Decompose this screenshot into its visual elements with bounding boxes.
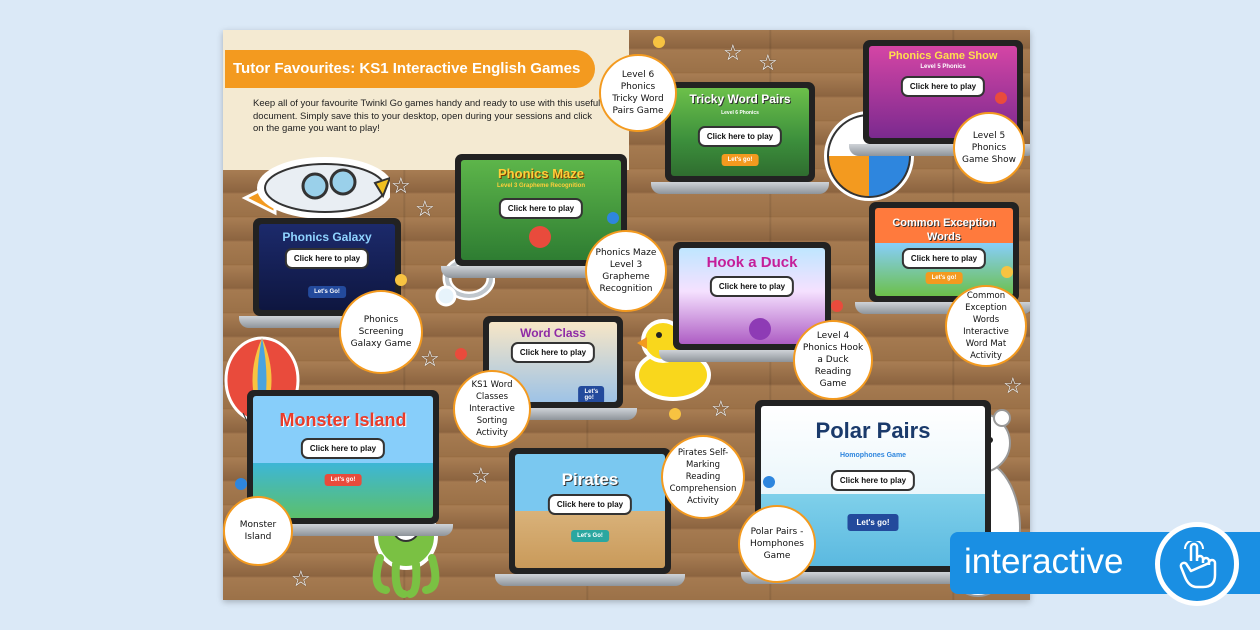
pin-icon bbox=[669, 408, 681, 420]
pin-icon bbox=[607, 212, 619, 224]
laptop-word-class[interactable]: Word Class Click here to play Let's go! bbox=[469, 316, 637, 420]
game-title: Tricky Word Pairs bbox=[689, 92, 791, 106]
play-icon[interactable] bbox=[529, 226, 551, 248]
lets-go-button[interactable]: Let's Go! bbox=[308, 286, 346, 298]
interactive-badge: interactive bbox=[950, 522, 1260, 606]
laptop-pirates[interactable]: Pirates Click here to play Let's Go! bbox=[495, 448, 685, 586]
star-icon: ☆ bbox=[758, 50, 778, 75]
pin-icon bbox=[1001, 266, 1013, 278]
game-subtitle: Level 6 Phonics bbox=[721, 110, 759, 116]
worksheet-preview: Tutor Favourites: KS1 Interactive Englis… bbox=[223, 30, 1030, 600]
play-button[interactable]: Click here to play bbox=[830, 470, 916, 491]
pin-icon bbox=[235, 478, 247, 490]
lets-go-button[interactable]: Let's Go! bbox=[571, 530, 609, 542]
star-icon: ☆ bbox=[391, 173, 411, 198]
play-button[interactable]: Click here to play bbox=[284, 248, 370, 269]
game-title: Polar Pairs bbox=[815, 418, 931, 443]
lets-go-button[interactable]: Let's go! bbox=[847, 514, 899, 531]
game-label: Level 5 Phonics Game Show bbox=[953, 112, 1025, 184]
lets-go-button[interactable]: Let's go! bbox=[578, 386, 605, 402]
page-title: Tutor Favourites: KS1 Interactive Englis… bbox=[225, 50, 595, 88]
game-title: Pirates bbox=[561, 470, 619, 489]
pin-icon bbox=[653, 36, 665, 48]
laptop-phonics-maze[interactable]: Phonics Maze Level 3 Grapheme Recognitio… bbox=[441, 154, 641, 278]
play-button[interactable]: Click here to play bbox=[697, 126, 783, 147]
laptop-monster-island[interactable]: Monster Island Click here to play Let's … bbox=[233, 390, 453, 536]
game-title: Hook a Duck bbox=[706, 254, 798, 271]
lets-go-button[interactable]: Let's go! bbox=[721, 154, 759, 166]
play-button[interactable]: Click here to play bbox=[900, 76, 986, 97]
play-icon[interactable] bbox=[749, 318, 771, 340]
game-subtitle: Homophones Game bbox=[839, 452, 907, 459]
star-icon: ☆ bbox=[291, 566, 311, 591]
star-icon: ☆ bbox=[471, 463, 491, 488]
play-button[interactable]: Click here to play bbox=[510, 342, 596, 363]
game-label: Monster Island bbox=[223, 496, 293, 566]
laptop-phonics-galaxy[interactable]: Phonics Galaxy Click here to play Let's … bbox=[239, 218, 415, 328]
play-button[interactable]: Click here to play bbox=[709, 276, 795, 297]
pin-icon bbox=[995, 92, 1007, 104]
pin-icon bbox=[831, 300, 843, 312]
game-label: Pirates Self-Marking Reading Comprehensi… bbox=[661, 435, 745, 519]
game-label: Phonics Screening Galaxy Game bbox=[339, 290, 423, 374]
lets-go-button[interactable]: Let's go! bbox=[324, 474, 362, 486]
star-icon: ☆ bbox=[415, 196, 435, 221]
pointer-hand-icon bbox=[1155, 522, 1239, 606]
game-subtitle: Level 5 Phonics bbox=[920, 64, 966, 70]
game-title: Monster Island bbox=[279, 410, 407, 430]
play-button[interactable]: Click here to play bbox=[498, 198, 584, 219]
star-icon: ☆ bbox=[420, 346, 440, 371]
game-label: Level 4 Phonics Hook a Duck Reading Game bbox=[793, 320, 873, 400]
play-button[interactable]: Click here to play bbox=[300, 438, 386, 459]
rocket-sticker bbox=[241, 157, 390, 219]
game-label: KS1 Word Classes Interactive Sorting Act… bbox=[453, 370, 531, 448]
game-title: Common Exception Words bbox=[892, 217, 996, 243]
pin-icon bbox=[455, 348, 467, 360]
play-button[interactable]: Click here to play bbox=[901, 248, 987, 269]
star-icon: ☆ bbox=[711, 396, 731, 421]
intro-text: Keep all of your favourite Twinkl Go gam… bbox=[253, 98, 601, 134]
pin-icon bbox=[763, 476, 775, 488]
star-icon: ☆ bbox=[1003, 373, 1023, 398]
game-label: Level 6 Phonics Tricky Word Pairs Game bbox=[599, 54, 677, 132]
game-label: Common Exception Words Interactive Word … bbox=[945, 285, 1027, 367]
badge-label: interactive bbox=[964, 542, 1124, 581]
star-icon: ☆ bbox=[723, 40, 743, 65]
game-title: Phonics Game Show bbox=[888, 50, 998, 62]
pin-icon bbox=[395, 274, 407, 286]
game-subtitle: Level 3 Grapheme Recognition bbox=[496, 183, 586, 189]
laptop-tricky-word-pairs[interactable]: Tricky Word Pairs Level 6 Phonics Click … bbox=[651, 82, 829, 194]
game-title: Phonics Galaxy bbox=[282, 230, 372, 244]
lets-go-button[interactable]: Let's go! bbox=[925, 272, 963, 284]
game-title: Word Class bbox=[520, 326, 586, 340]
game-label: Phonics Maze Level 3 Grapheme Recognitio… bbox=[585, 230, 667, 312]
game-label: Polar Pairs - Homphones Game bbox=[738, 505, 816, 583]
game-title: Phonics Maze bbox=[498, 166, 584, 181]
play-button[interactable]: Click here to play bbox=[547, 494, 633, 515]
